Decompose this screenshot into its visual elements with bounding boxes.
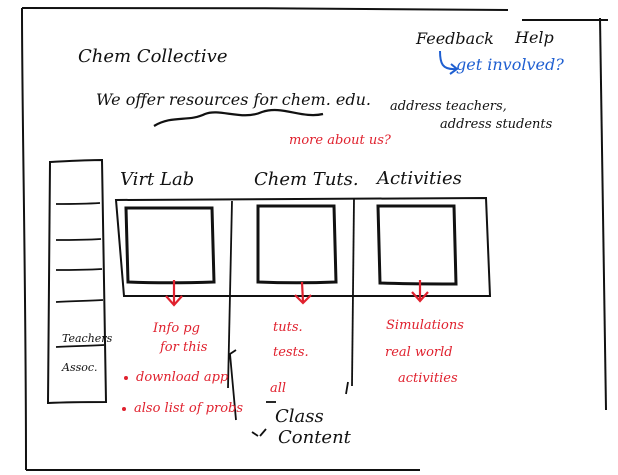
arrow-down-icon xyxy=(411,291,429,303)
sidebar-divider xyxy=(55,299,104,303)
virt-lab-bullet-problems-text: also list of probs xyxy=(134,401,244,416)
activities-note-line-3: activities xyxy=(398,371,458,386)
tab-chem-tuts[interactable]: Chem Tuts. xyxy=(254,169,359,190)
tab-virt-lab[interactable]: Virt Lab xyxy=(120,169,195,190)
virt-lab-bullet-download-text: download app xyxy=(136,370,229,385)
get-involved-link[interactable]: get involved? xyxy=(456,55,564,74)
blue-curl-arrow-icon xyxy=(449,63,459,75)
class-content-tick xyxy=(251,431,259,437)
sidebar-divider xyxy=(55,344,105,348)
arrow-down-icon xyxy=(294,294,312,305)
chem-tuts-note-line-3: all xyxy=(270,381,287,396)
site-title: Chem Collective xyxy=(78,46,228,67)
frame-left-line xyxy=(21,7,27,471)
class-content-bracket xyxy=(229,349,237,421)
arrow-down-icon xyxy=(165,295,183,307)
help-link[interactable]: Help xyxy=(515,28,554,47)
virt-lab-note-line-2: for this xyxy=(160,340,208,355)
class-content-label-line-1: Class xyxy=(275,406,324,427)
virt-lab-bullet-problems: also list of probs xyxy=(122,402,243,415)
sidebar-assoc-label: Assoc. xyxy=(62,361,98,374)
class-content-label-line-2: Content xyxy=(278,427,351,448)
tagline-underline xyxy=(153,108,324,127)
chem-tuts-note-line-1: tuts. xyxy=(273,320,303,335)
frame-top-line xyxy=(21,7,509,11)
blue-curl-arrow-icon xyxy=(439,50,457,71)
sidebar-divider xyxy=(55,238,102,241)
sidebar-divider xyxy=(55,268,103,271)
activities-thumbnail[interactable] xyxy=(376,204,458,286)
more-about-us-link[interactable]: more about us? xyxy=(289,133,391,148)
frame-right-line xyxy=(599,17,607,411)
tab-panel-frame xyxy=(114,196,492,297)
chem-tuts-thumbnail[interactable] xyxy=(256,204,338,285)
tab-divider xyxy=(351,197,355,387)
class-content-tick xyxy=(259,428,267,437)
virt-lab-note-line-1: Info pg xyxy=(153,321,200,336)
sidebar-divider xyxy=(55,202,101,205)
arrow-down-icon xyxy=(300,281,305,303)
site-tagline: We offer resources for chem. edu. xyxy=(96,90,371,109)
virt-lab-bullet-download: download app xyxy=(124,371,228,384)
chem-tuts-note-line-2: tests. xyxy=(273,345,309,360)
sidebar-teachers-label: Teachers xyxy=(62,332,113,345)
sidebar-frame xyxy=(46,158,108,405)
bullet-icon xyxy=(124,375,128,380)
bullet-icon xyxy=(122,406,126,411)
tab-activities[interactable]: Activities xyxy=(377,168,462,189)
class-content-tick xyxy=(345,381,349,395)
tagline-aside-students: address students xyxy=(440,117,553,132)
activities-note-line-1: Simulations xyxy=(386,318,464,333)
tab-divider xyxy=(227,200,233,389)
tagline-aside-teachers: address teachers, xyxy=(390,99,507,114)
virt-lab-thumbnail[interactable] xyxy=(124,206,216,285)
feedback-link[interactable]: Feedback xyxy=(416,29,494,48)
activities-note-line-2: real world xyxy=(385,345,453,360)
